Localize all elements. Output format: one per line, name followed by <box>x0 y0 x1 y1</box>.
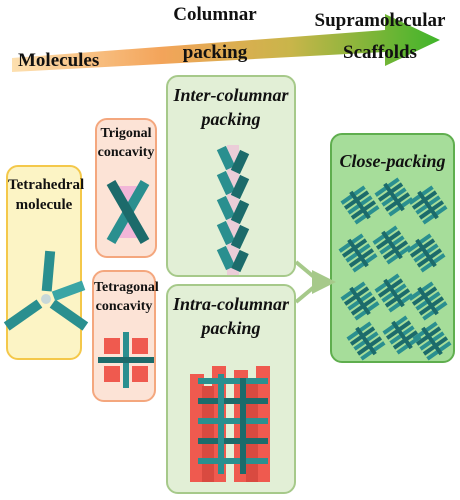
close-packing-graphic <box>338 177 452 361</box>
close-packed-column <box>374 177 414 217</box>
inter-columnar-graphic <box>216 145 250 275</box>
tetragonal-title-line2: concavity <box>95 299 153 314</box>
close-packing-title: Close-packing <box>339 151 446 171</box>
intra-columnar-title-line1: Intra-columnar <box>172 294 290 314</box>
close-packed-column <box>374 273 414 313</box>
intra-columnar-title-line2: packing <box>201 318 261 338</box>
tetragonal-concavity-box: Tetragonal concavity <box>92 270 159 402</box>
trigonal-concavity-graphic <box>106 180 150 244</box>
close-packed-column <box>338 233 378 273</box>
tetrahedral-molecule-box: Tetrahedral molecule <box>3 165 89 360</box>
tetragonal-title-line1: Tetragonal <box>94 280 159 295</box>
stage-columnar-line2: packing <box>182 42 248 63</box>
close-packed-column <box>408 281 448 321</box>
intra-columnar-title: Intra-columnar packing <box>168 292 294 340</box>
stage-columnar-line1: Columnar <box>173 4 257 25</box>
stage-molecules: Molecules <box>18 50 100 71</box>
inter-columnar-title: Inter-columnar packing <box>168 83 294 131</box>
stage-supramolecular-line1: Supramolecular <box>314 10 446 31</box>
tetragonal-concavity-graphic <box>98 332 154 388</box>
trigonal-concavity-box: Trigonal concavity <box>95 118 157 258</box>
tetrahedral-title-line1: Tetrahedral <box>8 177 85 193</box>
close-packed-column <box>412 321 452 361</box>
trigonal-title: Trigonal concavity <box>97 124 155 162</box>
stage-supramolecular-line2: Scaffolds <box>343 42 417 63</box>
close-packed-column <box>406 233 446 273</box>
stage-columnar-packing: Columnar packing <box>160 4 270 64</box>
trigonal-title-line2: concavity <box>97 145 155 160</box>
tetrahedral-title: Tetrahedral molecule <box>8 175 85 215</box>
tetrahedral-title-line2: molecule <box>15 197 73 213</box>
tetragonal-title: Tetragonal concavity <box>94 278 159 316</box>
close-packed-column <box>408 185 448 225</box>
tetrahedral-molecule-graphic <box>3 250 89 331</box>
trigonal-title-line1: Trigonal <box>100 126 152 141</box>
close-packed-column <box>382 315 422 355</box>
inter-columnar-title-line1: Inter-columnar <box>173 85 289 105</box>
stage-supramolecular-scaffolds: Supramolecular Scaffolds <box>305 10 455 64</box>
close-packed-column <box>346 321 386 361</box>
inter-columnar-title-line2: packing <box>201 109 261 129</box>
intra-columnar-graphic <box>190 366 270 482</box>
inter-columnar-packing-box: Inter-columnar packing <box>166 75 296 277</box>
close-packed-column <box>372 225 412 265</box>
intra-columnar-packing-box: Intra-columnar packing <box>166 284 296 494</box>
close-packing-box: Close-packing <box>330 133 455 363</box>
close-packed-column <box>340 281 380 321</box>
close-packed-column <box>340 185 380 225</box>
